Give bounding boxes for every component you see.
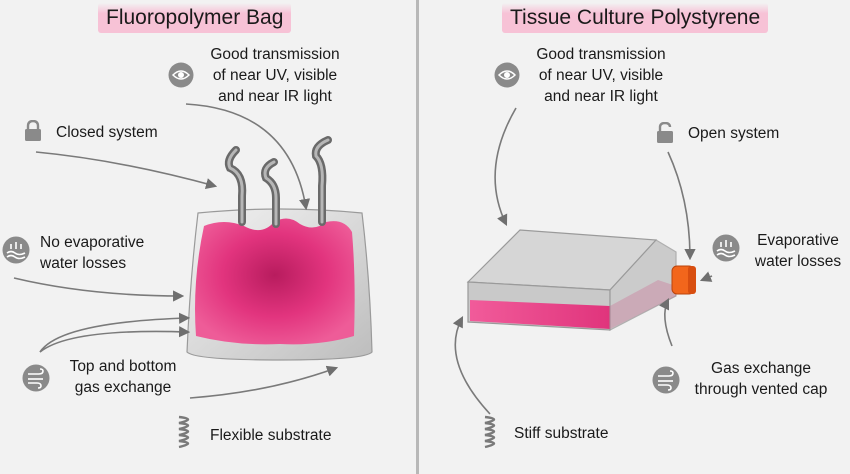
wind-icon (22, 364, 50, 397)
stiff-substrate-label: Stiff substrate (514, 425, 609, 442)
right-transmission-line-2: of near UV, visible (538, 67, 664, 84)
right-title: Tissue Culture Polystyrene (502, 3, 769, 33)
fluoropolymer-bag (186, 136, 373, 361)
lock-icon (24, 119, 42, 147)
top-bottom-gas-line-2: gas exchange (74, 379, 172, 396)
eye-icon (494, 62, 520, 93)
right-transmission-label: Good transmission of near UV, visible an… (526, 44, 676, 107)
water-drops-icon (2, 236, 30, 269)
vented-cap-gas-line-2: through vented cap (694, 381, 828, 398)
left-transmission-line-3: and near IR light (218, 88, 332, 105)
left-title: Fluoropolymer Bag (98, 3, 292, 33)
top-bottom-gas-label: Top and bottom gas exchange (58, 356, 188, 398)
left-transmission-line-1: Good transmission (210, 46, 340, 63)
right-panel: Tissue Culture Polystyrene Good transmis… (420, 0, 850, 474)
right-transmission-line-1: Good transmission (536, 46, 666, 63)
spring-icon (176, 414, 200, 455)
eye-icon (168, 62, 194, 93)
evaporative-label: Evaporative water losses (746, 230, 850, 272)
top-bottom-gas-line-1: Top and bottom (69, 358, 177, 375)
wind-icon (652, 366, 680, 399)
panel-divider (416, 0, 419, 474)
right-arrows (452, 107, 713, 415)
vented-cap-gas-label: Gas exchange through vented cap (686, 358, 836, 400)
no-evaporative-line-2: water losses (40, 255, 127, 272)
vented-cap (671, 265, 696, 295)
open-system-label: Open system (688, 125, 780, 142)
left-panel: Fluoropolymer Bag Good transmission of n… (0, 0, 415, 474)
bag-tubes (224, 136, 332, 228)
left-transmission-line-2: of near UV, visible (212, 67, 338, 84)
right-transmission-line-3: and near IR light (544, 88, 658, 105)
closed-system-label: Closed system (56, 124, 158, 141)
left-transmission-label: Good transmission of near UV, visible an… (200, 44, 350, 107)
lock-icon (656, 121, 674, 149)
culture-flask (466, 229, 696, 331)
vented-cap-gas-line-1: Gas exchange (711, 360, 811, 377)
evaporative-line-1: Evaporative (757, 232, 839, 249)
spring-icon (482, 414, 506, 455)
water-drops-icon (712, 234, 740, 267)
no-evaporative-line-1: No evaporative (40, 234, 145, 251)
left-arrows (13, 103, 339, 399)
evaporative-line-2: water losses (754, 253, 842, 270)
flexible-substrate-label: Flexible substrate (210, 427, 332, 444)
no-evaporative-label: No evaporative water losses (40, 232, 144, 274)
